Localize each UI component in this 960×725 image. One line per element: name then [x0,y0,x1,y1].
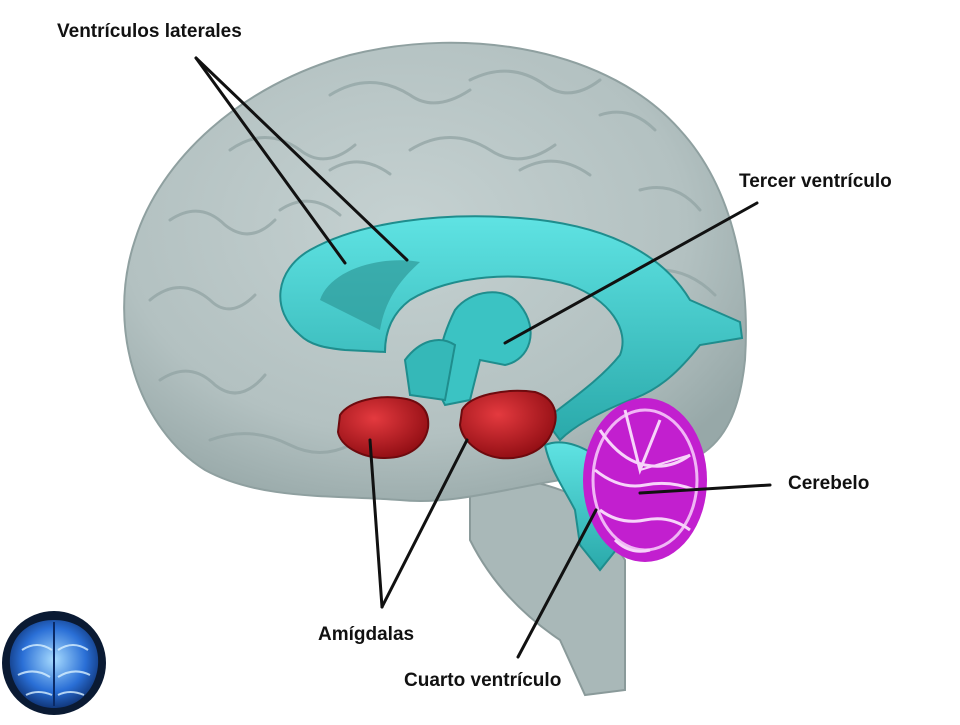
leader-fourth [516,508,598,659]
ventricle-connector [403,339,457,402]
leader-amygdala-2 [380,438,469,609]
leader-lines [194,56,772,659]
label-amygdalae: Amígdalas [318,624,415,645]
leader-amygdala-1 [368,438,384,609]
leader-third [503,201,759,345]
label-lateral-ventricles: Ventrículos laterales [57,21,242,42]
label-fourth-ventricle: Cuarto ventrículo [404,670,562,691]
leader-lateral-1 [194,56,347,265]
cerebellum-shape [583,398,707,562]
gyri-texture [148,69,717,454]
leader-lateral-2 [194,56,409,262]
leader-cerebellum [638,483,772,495]
amygdala-right [458,389,557,460]
label-cerebellum: Cerebelo [788,473,870,494]
label-third-ventricle: Tercer ventrículo [739,171,892,192]
brain-logo-icon [2,611,106,715]
lateral-ventricle-inner [320,260,420,330]
amygdala-left [336,396,430,460]
